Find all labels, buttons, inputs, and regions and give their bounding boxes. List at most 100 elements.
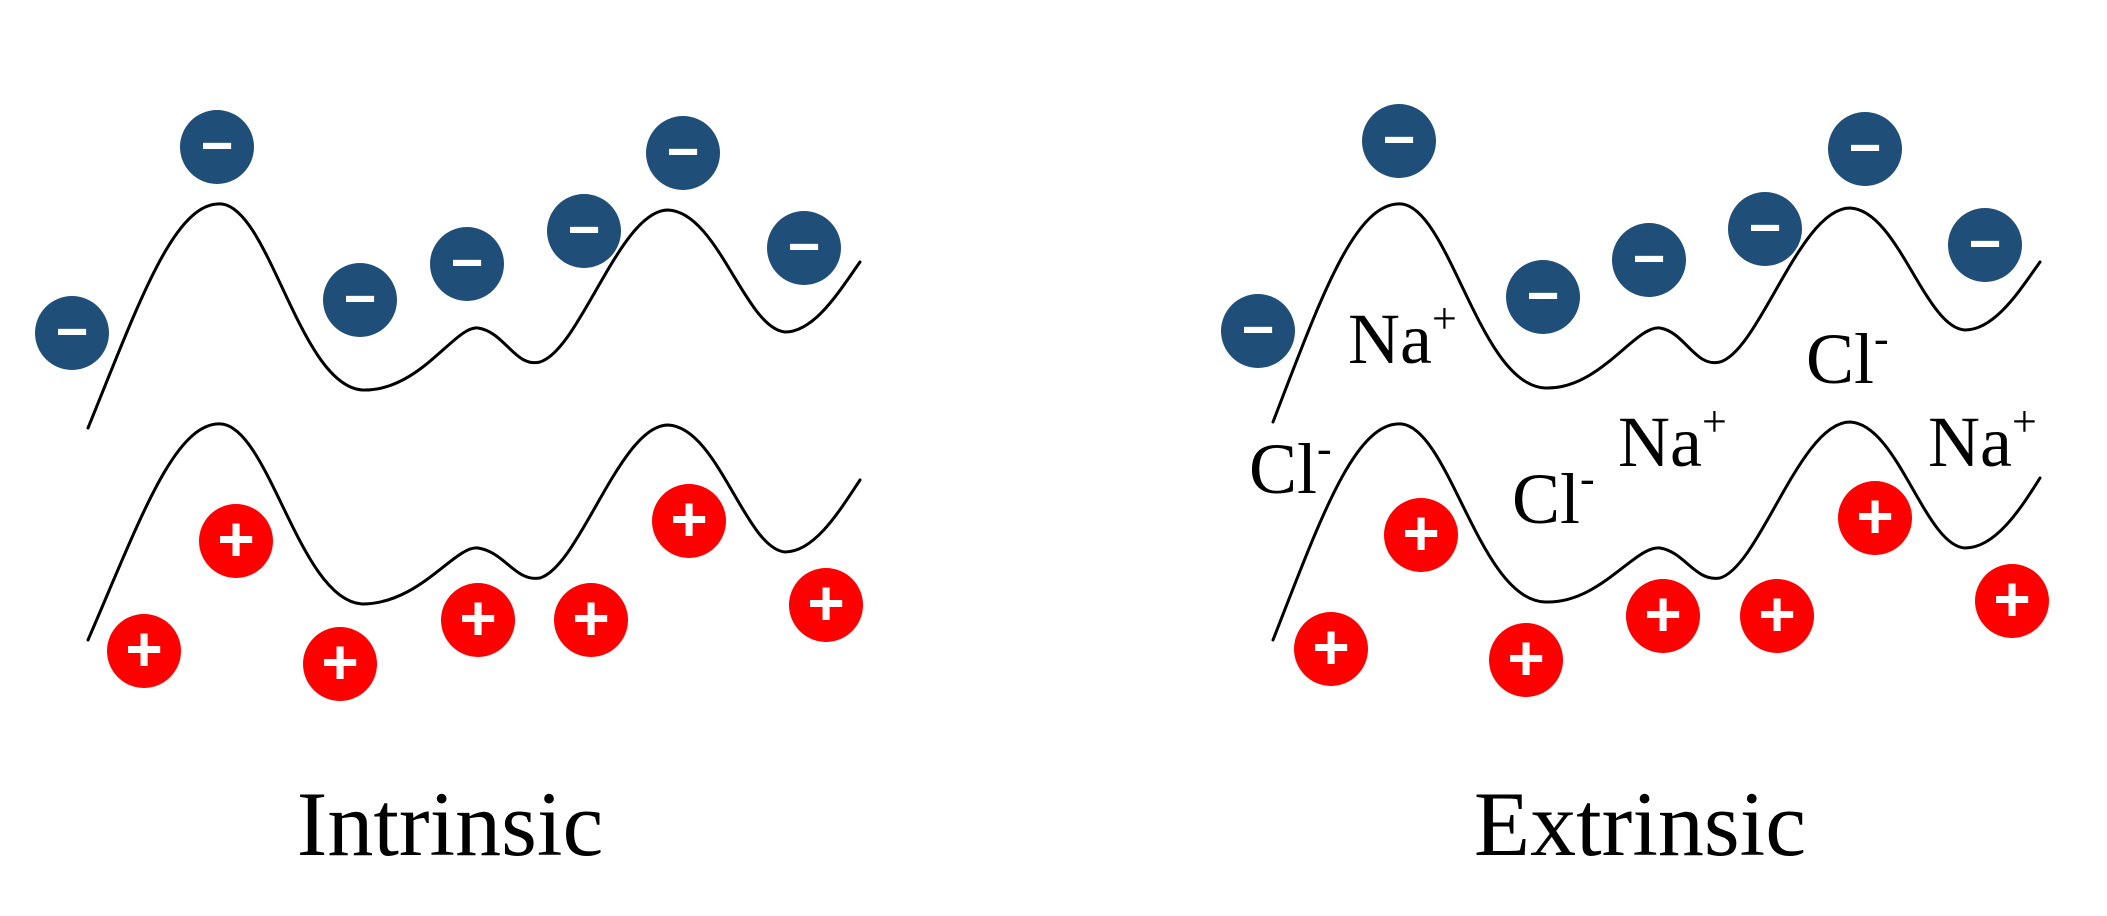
positive-ion-circle — [1489, 623, 1563, 697]
positive-sign: + — [807, 567, 844, 639]
positive-ion-circle — [199, 504, 273, 578]
negative-ion: − — [1728, 192, 1802, 266]
negative-ion-circle — [1728, 192, 1802, 266]
positive-ion: + — [199, 503, 273, 578]
positive-ion: + — [441, 582, 515, 657]
positive-sign: + — [1993, 563, 2030, 635]
panel-caption-intrinsic: Intrinsic — [297, 773, 604, 875]
negative-ion-circle — [1362, 104, 1436, 178]
negative-ion-circle — [35, 296, 109, 370]
positive-ion: + — [1975, 563, 2049, 638]
positive-ion-circle — [1975, 564, 2049, 638]
positive-ion: + — [1838, 480, 1912, 555]
negative-ion-circle — [767, 211, 841, 285]
positive-ion: + — [1294, 611, 1368, 686]
positive-sign: + — [1402, 497, 1439, 569]
positive-sign: + — [1758, 578, 1795, 650]
negative-ion-group: − − − − − − − — [35, 110, 841, 370]
positive-ion-circle — [554, 583, 628, 657]
positive-sign: + — [459, 582, 496, 654]
positive-sign: + — [1644, 578, 1681, 650]
negative-sign: − — [1383, 108, 1416, 171]
positive-ion-circle — [652, 484, 726, 558]
positive-ion: + — [107, 613, 181, 688]
positive-sign: + — [1507, 622, 1544, 694]
positive-ion: + — [1489, 622, 1563, 697]
positive-ion: + — [1740, 578, 1814, 653]
negative-sign: − — [1242, 298, 1275, 361]
negative-ion-circle — [430, 227, 504, 301]
negative-ion: − — [323, 263, 397, 337]
counterion-label-na: Na+ — [1928, 397, 2037, 482]
negative-sign: − — [1969, 212, 2002, 275]
positive-sign: + — [1312, 611, 1349, 683]
positive-ion-circle — [1294, 612, 1368, 686]
positive-sign: + — [217, 503, 254, 575]
negative-sign: − — [1633, 227, 1666, 290]
negative-ion-circle — [1506, 260, 1580, 334]
positive-ion: + — [303, 626, 377, 701]
negative-ion-group: − − − − − − − — [1221, 104, 2022, 368]
negative-ion-circle — [180, 110, 254, 184]
negative-sign: − — [667, 120, 700, 183]
negative-ion-circle — [547, 194, 621, 268]
positive-sign: + — [1856, 480, 1893, 552]
negative-ion: − — [1221, 294, 1295, 368]
negative-ion-circle — [1828, 112, 1902, 186]
negative-ion: − — [1948, 208, 2022, 282]
panel-caption-extrinsic: Extrinsic — [1474, 773, 1806, 875]
negative-ion-circle — [646, 116, 720, 190]
negative-ion-circle — [1221, 294, 1295, 368]
negative-ion: − — [767, 211, 841, 285]
positive-ion: + — [652, 483, 726, 558]
negative-ion: − — [1362, 104, 1436, 178]
polycation-chain — [86, 422, 862, 642]
positive-sign: + — [321, 626, 358, 698]
positive-ion: + — [554, 582, 628, 657]
positive-sign: + — [670, 483, 707, 555]
polyanion-chain — [1271, 202, 2042, 424]
positive-ion-circle — [1838, 481, 1912, 555]
negative-ion: − — [646, 116, 720, 190]
negative-sign: − — [201, 114, 234, 177]
negative-sign: − — [1749, 196, 1782, 259]
positive-ion-group: + + + + + + + — [107, 483, 863, 701]
positive-ion-circle — [1626, 579, 1700, 653]
positive-ion-circle — [1740, 579, 1814, 653]
polyanion-chain — [86, 202, 862, 430]
panel-extrinsic: − − − − − − − + + + + + + + Na+ — [1221, 104, 2049, 875]
positive-sign: + — [125, 613, 162, 685]
negative-sign: − — [56, 300, 89, 363]
negative-ion: − — [1506, 260, 1580, 334]
negative-sign: − — [1527, 264, 1560, 327]
positive-ion-circle — [441, 583, 515, 657]
positive-ion-circle — [303, 627, 377, 701]
negative-ion: − — [35, 296, 109, 370]
negative-sign: − — [568, 198, 601, 261]
negative-ion: − — [1612, 223, 1686, 297]
positive-ion-group: + + + + + + + — [1294, 480, 2049, 697]
counterion-label-na: Na+ — [1348, 294, 1457, 379]
negative-ion: − — [547, 194, 621, 268]
positive-ion-circle — [1384, 498, 1458, 572]
negative-ion: − — [1828, 112, 1902, 186]
negative-ion: − — [180, 110, 254, 184]
panel-intrinsic: − − − − − − − + + + + + + + Intrinsic — [35, 110, 863, 875]
negative-ion-circle — [1612, 223, 1686, 297]
positive-ion-circle — [789, 568, 863, 642]
negative-ion-circle — [323, 263, 397, 337]
negative-ion-circle — [1948, 208, 2022, 282]
negative-sign: − — [1849, 116, 1882, 179]
counterion-label-na: Na+ — [1618, 397, 1727, 482]
negative-sign: − — [451, 231, 484, 294]
counterion-label-cl: Cl- — [1249, 424, 1332, 509]
positive-sign: + — [572, 582, 609, 654]
negative-sign: − — [344, 267, 377, 330]
counterion-label-cl: Cl- — [1512, 454, 1595, 539]
positive-ion: + — [789, 567, 863, 642]
polycation-chain — [1271, 420, 2042, 642]
negative-ion: − — [430, 227, 504, 301]
negative-sign: − — [788, 215, 821, 278]
